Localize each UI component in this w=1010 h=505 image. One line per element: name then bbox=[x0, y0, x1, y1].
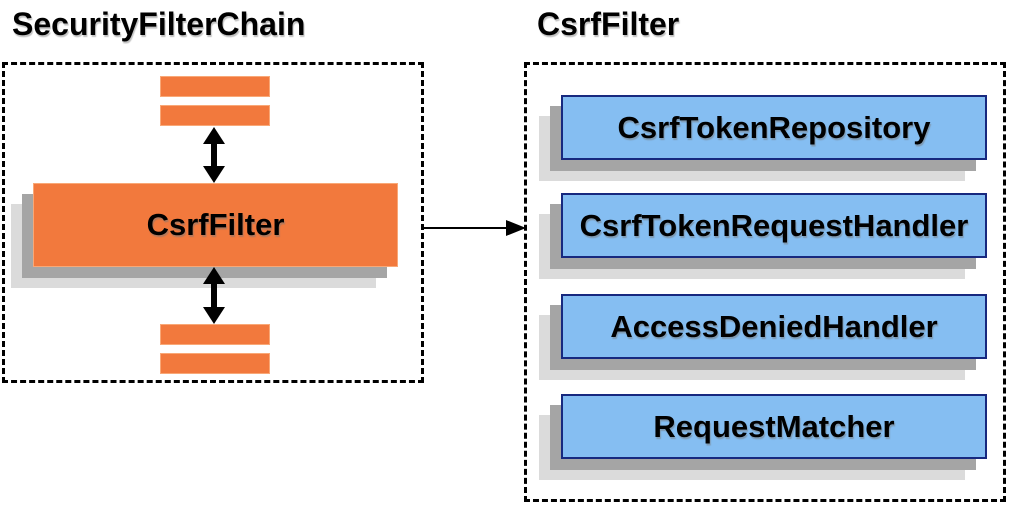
component-box-csrf-token-repository: CsrfTokenRepository bbox=[539, 95, 987, 181]
component-box-csrf-token-request-handler: CsrfTokenRequestHandler bbox=[539, 193, 987, 279]
component-box-label: AccessDeniedHandler bbox=[561, 294, 987, 359]
csrf-filter-title: CsrfFilter bbox=[537, 6, 680, 42]
component-box-access-denied-handler: AccessDeniedHandler bbox=[539, 294, 987, 380]
csrf-filter-box: CsrfFilter bbox=[11, 183, 398, 288]
flow-arrow-icon bbox=[424, 220, 526, 236]
filter-placeholder-bar bbox=[160, 353, 270, 374]
component-box-request-matcher: RequestMatcher bbox=[539, 394, 987, 480]
arrow-down-head-icon bbox=[203, 166, 225, 183]
arrow-up-head-icon bbox=[203, 267, 225, 284]
arrow-up-head-icon bbox=[203, 127, 225, 144]
filter-placeholder-bar bbox=[160, 105, 270, 126]
filter-placeholder-bar bbox=[160, 324, 270, 345]
csrf-filter-container: CsrfTokenRepository CsrfTokenRequestHand… bbox=[524, 62, 1006, 502]
arrow-shaft bbox=[211, 281, 217, 310]
filter-placeholder-bar bbox=[160, 76, 270, 97]
arrow-right-head-icon bbox=[506, 220, 526, 236]
component-box-label: CsrfTokenRequestHandler bbox=[561, 193, 987, 258]
bidirectional-arrow-icon bbox=[203, 267, 225, 324]
csrf-filter-box-label: CsrfFilter bbox=[33, 183, 398, 267]
security-filter-chain-container: CsrfFilter bbox=[2, 62, 424, 383]
arrow-shaft bbox=[211, 141, 217, 169]
component-box-label: RequestMatcher bbox=[561, 394, 987, 459]
security-filter-chain-title: SecurityFilterChain bbox=[12, 6, 306, 42]
component-box-label: CsrfTokenRepository bbox=[561, 95, 987, 160]
arrow-shaft bbox=[424, 227, 510, 229]
bidirectional-arrow-icon bbox=[203, 127, 225, 183]
arrow-down-head-icon bbox=[203, 307, 225, 324]
